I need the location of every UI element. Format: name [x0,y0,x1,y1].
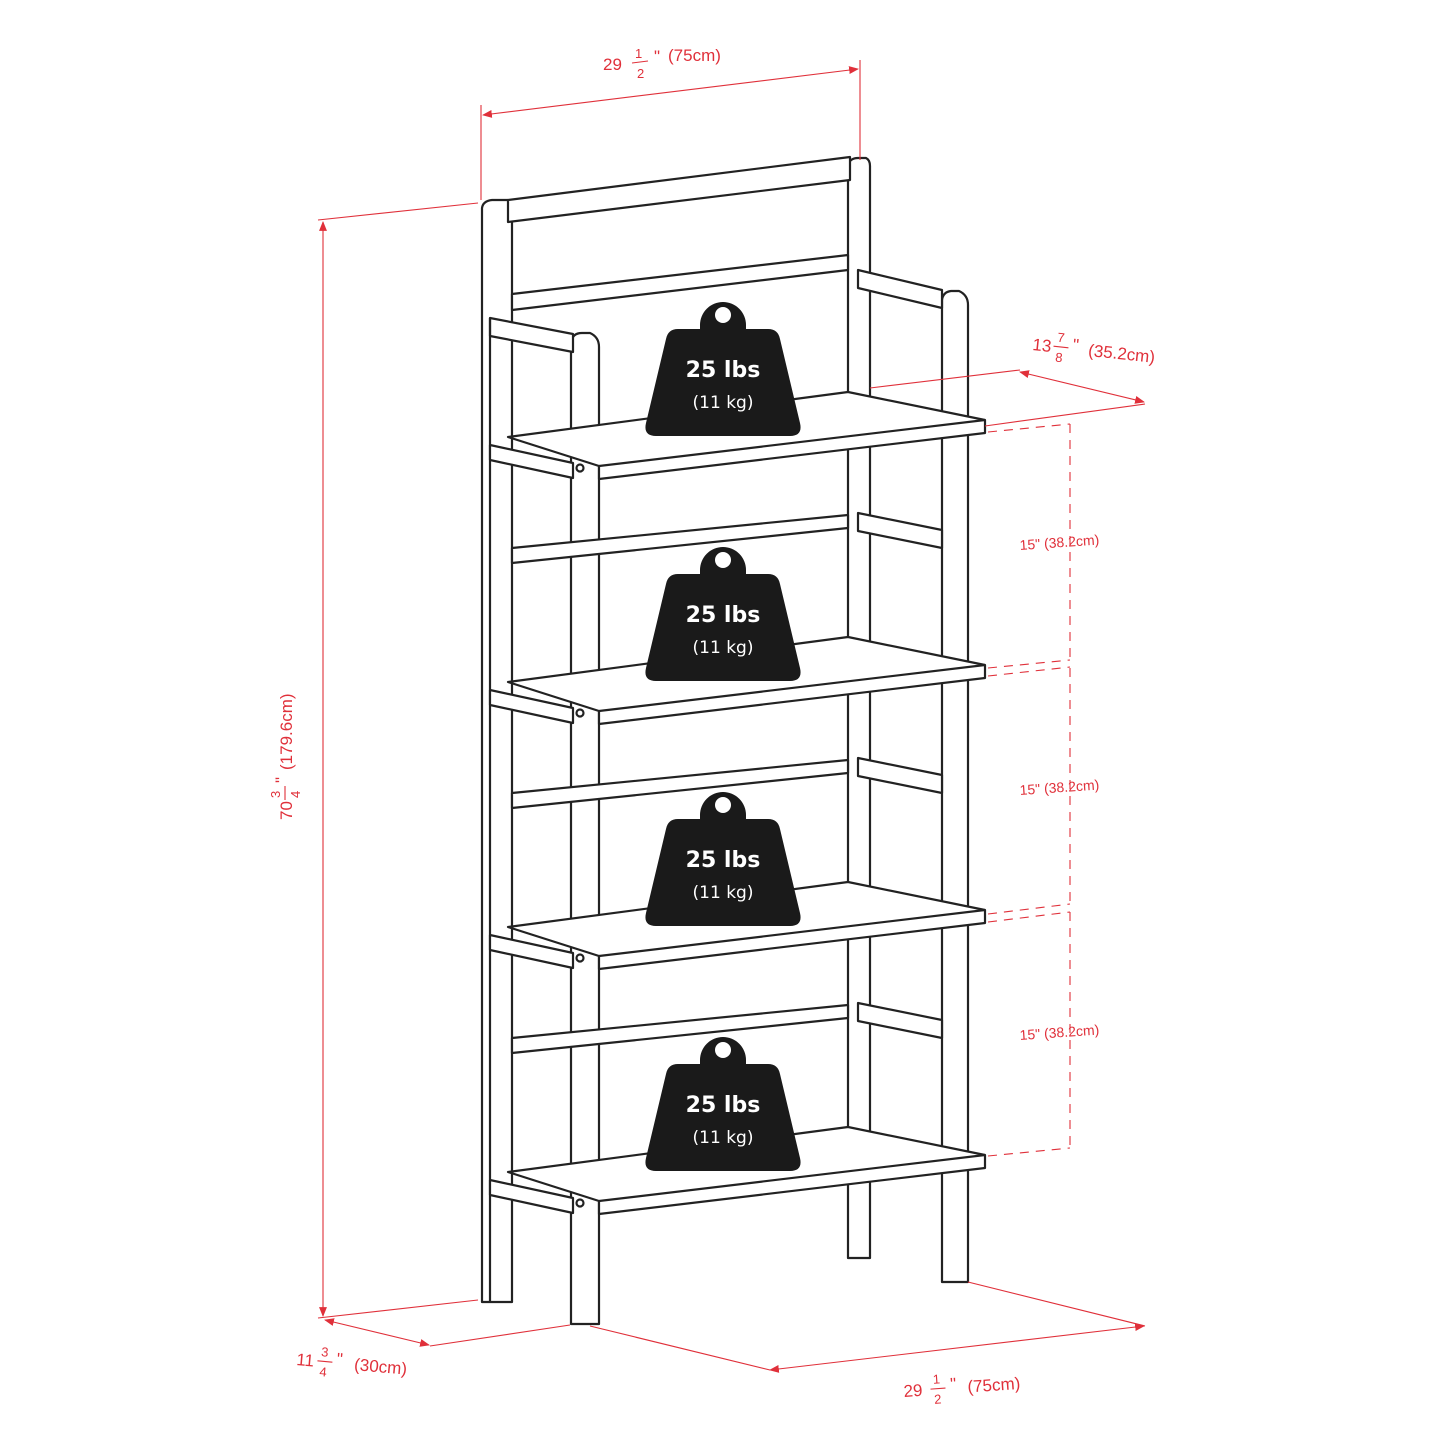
svg-text:(30cm): (30cm) [353,1355,407,1379]
shelf-front-edge [598,908,986,958]
side-rail-right [856,756,944,795]
spacing-label-3: 15" (38.2cm) [1019,1021,1100,1043]
svg-text:(35.2cm): (35.2cm) [1087,341,1156,367]
height-label: 70 3 4 " (179.6cm) [268,693,303,820]
top-back-rail [506,155,852,224]
svg-text:2: 2 [934,1391,942,1406]
svg-text:4: 4 [288,791,303,798]
back-left-leg [480,198,514,1304]
bottom-depth-line [324,1318,430,1347]
weight-icon: 25 lbs (11 kg) [645,1037,801,1171]
svg-text:29: 29 [603,55,622,74]
back-rail [510,513,850,565]
bookshelf-frame [480,155,970,1326]
weight-lbs-label: 25 lbs [686,1093,761,1118]
screw [575,463,585,473]
bottom-width-line [769,1323,1145,1373]
side-rail-right [856,511,944,550]
svg-text:(75cm): (75cm) [967,1374,1021,1397]
weight-lbs-label: 25 lbs [686,358,761,383]
screw [575,1198,585,1208]
svg-text:3: 3 [268,791,283,798]
svg-text:": " [950,1374,957,1393]
back-rail [510,758,850,810]
side-rail-left [488,688,575,725]
weights: 25 lbs(11 kg)25 lbs(11 kg)25 lbs(11 kg)2… [645,302,801,1171]
weight-kg-label: (11 kg) [693,393,754,413]
front-right-leg [940,289,970,1284]
weight-kg-label: (11 kg) [693,883,754,903]
side-rail-left [488,933,575,970]
svg-text:1: 1 [932,1371,940,1386]
svg-text:70: 70 [277,801,296,820]
bottom-width-label: 29 1 2 " (75cm) [903,1371,1021,1406]
spacing-label-2: 15" (38.2cm) [1019,776,1100,798]
top-depth-line [1019,370,1145,404]
svg-text:7: 7 [1057,330,1066,346]
svg-text:": " [336,1350,344,1369]
screw [575,953,585,963]
svg-text:13: 13 [1032,335,1053,356]
svg-text:": " [654,47,660,66]
spacing-label-1: 15" (38.2cm) [1019,531,1100,553]
shelf-front-edge [598,1153,986,1203]
back-rail [510,1003,850,1055]
dimension-lines [317,60,1146,1373]
top-depth-label: 13 7 8 " (35.2cm) [1032,330,1156,367]
upper-back-rail [510,253,850,312]
weight-kg-label: (11 kg) [693,1128,754,1148]
bottom-depth-label: 11 3 4 " (30cm) [296,1344,408,1380]
svg-text:(179.6cm): (179.6cm) [277,693,296,770]
screw [575,708,585,718]
side-rail-right [856,1001,944,1040]
side-rail-left [488,1178,575,1215]
svg-text:1: 1 [635,46,642,61]
svg-text:(75cm): (75cm) [668,46,721,65]
side-rail-left [488,443,575,480]
svg-text:3: 3 [321,1344,330,1360]
shelf-front-edge [598,663,986,713]
back-right-leg [846,156,872,1260]
weight-icon: 25 lbs (11 kg) [645,547,801,681]
svg-text:": " [1072,335,1080,355]
svg-text:": " [272,777,291,783]
svg-text:2: 2 [637,66,644,81]
weight-lbs-label: 25 lbs [686,848,761,873]
svg-text:11: 11 [296,1350,315,1370]
top-width-line [482,66,859,118]
right-top-side-rail [856,268,944,310]
weight-lbs-label: 25 lbs [686,603,761,628]
weight-icon: 25 lbs (11 kg) [645,302,801,436]
shelf-front-edge [598,418,986,468]
weight-kg-label: (11 kg) [693,638,754,658]
svg-text:29: 29 [903,1381,923,1401]
svg-text:8: 8 [1055,350,1064,366]
svg-text:4: 4 [319,1364,328,1380]
top-width-label: 29 1 2 " (75cm) [603,46,721,81]
weight-icon: 25 lbs (11 kg) [645,792,801,926]
